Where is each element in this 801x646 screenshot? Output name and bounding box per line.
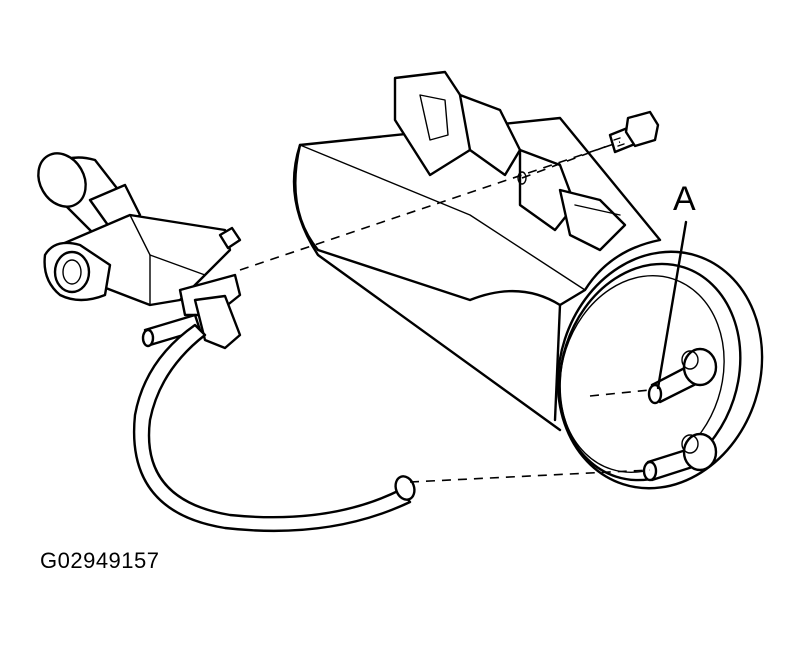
charcoal-canister xyxy=(292,70,662,432)
port-a xyxy=(647,347,718,405)
vacuum-switching-valve xyxy=(37,152,242,350)
callout-leader-a xyxy=(656,220,688,390)
vacuum-hose xyxy=(132,323,416,533)
callout-label-a: A xyxy=(673,180,696,218)
mounting-bolt xyxy=(608,110,660,154)
alignment-lines xyxy=(239,141,651,483)
port-lower xyxy=(642,432,718,482)
figure-id: G02949157 xyxy=(40,548,160,573)
